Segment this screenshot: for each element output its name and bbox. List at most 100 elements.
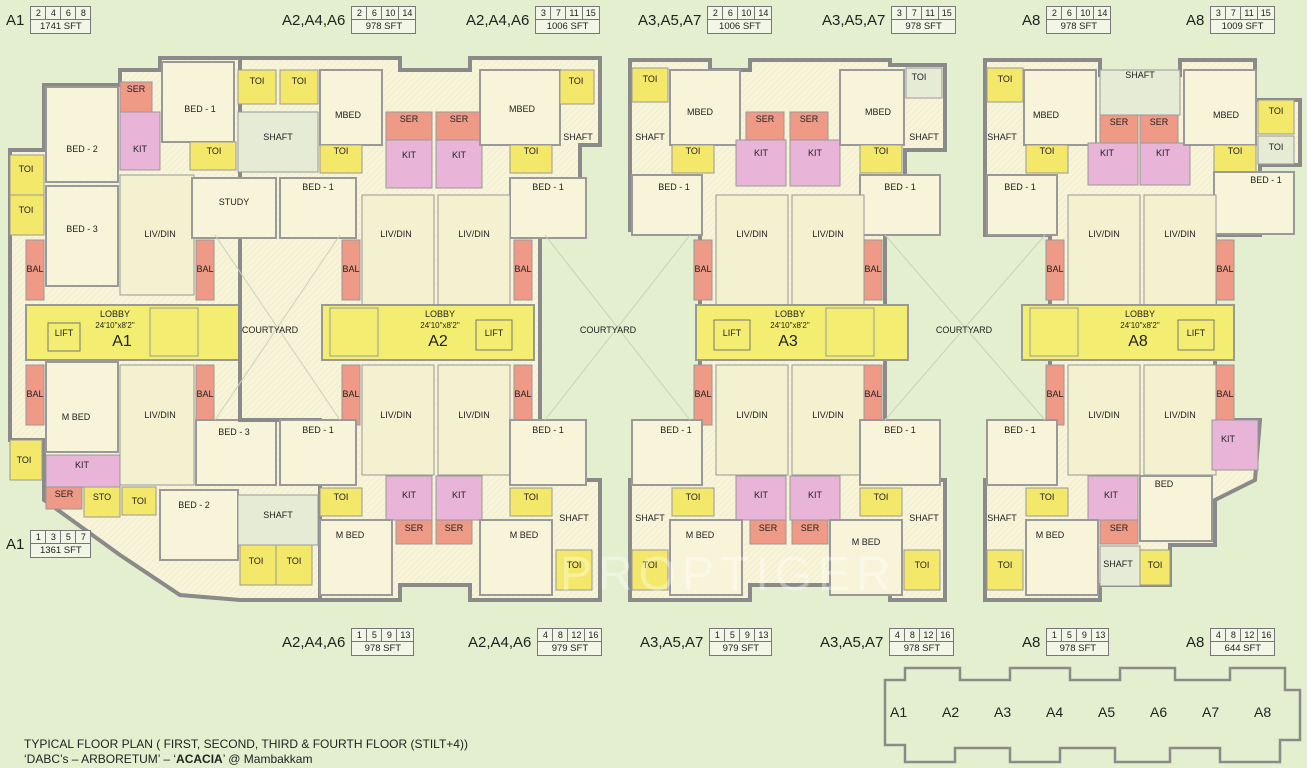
a8-bed1c — [986, 419, 1058, 486]
label-a2-ser2: SER — [450, 114, 469, 124]
label-a3-ser4: SER — [801, 523, 820, 533]
badge-num: 6 — [723, 7, 739, 19]
a1-toi6 — [275, 544, 313, 586]
badge-area: 1006 SFT — [546, 21, 589, 32]
label-a2-bal3: BAL — [342, 389, 359, 399]
badge-num: 16 — [588, 630, 599, 640]
a2-lift — [475, 319, 513, 351]
a8-shaft1 — [1099, 69, 1181, 116]
a2-kit1 — [385, 139, 433, 189]
label-a8-toi5: TOI — [1269, 142, 1284, 152]
label-a3-ser1: SER — [756, 114, 775, 124]
a2-shaft1 — [237, 111, 319, 173]
label-a2-livdin4: LIV/DIN — [458, 410, 490, 420]
label-a1-bal3: BAL — [26, 389, 43, 399]
label-a2-toi6: TOI — [524, 146, 539, 156]
label-a3-ser3: SER — [759, 523, 778, 533]
label-a3-bed1b: BED - 1 — [884, 182, 916, 192]
label-a8-toi1: TOI — [998, 74, 1013, 84]
a3-bal2 — [863, 239, 883, 301]
label-a2-shaft2: SHAFT — [263, 510, 293, 520]
a8-kit1 — [1087, 142, 1139, 186]
badge-area: 978 SFT — [1059, 643, 1097, 654]
label-a8-shaft-l: SHAFT — [987, 132, 1017, 142]
key-plan-a3: A3 — [994, 704, 1012, 720]
key-plan-a4: A4 — [1046, 704, 1064, 720]
badge-area: 978 SFT — [905, 21, 942, 32]
badge-num: 3 — [1211, 7, 1227, 19]
badge-area: 644 SFT — [1224, 643, 1262, 654]
label-a8-kit3: KIT — [1221, 434, 1236, 444]
a1-bed2 — [45, 86, 119, 183]
badge-area: 1741 SFT — [40, 21, 82, 32]
a3-bal1 — [693, 239, 713, 301]
badge-num: 15 — [585, 8, 596, 18]
label-a2-toi8: TOI — [524, 492, 539, 502]
badge-block: A2,A4,A6 — [282, 634, 346, 651]
label-a8-ser3: SER — [1110, 523, 1129, 533]
label-a8-toi6: TOI — [1040, 492, 1055, 502]
footer-project-name: ACACIA — [176, 752, 223, 766]
label-a1-kit: KIT — [133, 144, 148, 154]
footer-project-post: ’ @ Mambakkam — [222, 752, 313, 766]
a1-toi2 — [9, 194, 45, 236]
a2-toi3 — [189, 141, 237, 171]
badge-num: 12 — [568, 629, 586, 641]
badge-num: 12 — [1241, 629, 1259, 641]
label-a2-mbed1: MBED — [335, 110, 362, 120]
label-a2-bal1: BAL — [342, 264, 359, 274]
key-plan-a2: A2 — [942, 704, 960, 720]
label-a2-kit1: KIT — [402, 150, 417, 160]
badge-block: A3,A5,A7 — [822, 12, 886, 29]
a3-bed1c — [631, 419, 703, 486]
a3-ser2 — [789, 111, 829, 141]
badge-num: 10 — [1077, 7, 1095, 19]
label-a1-lobbydim: 24'10"x8'2" — [95, 321, 135, 330]
badge-num: 7 — [1226, 7, 1242, 19]
label-a2-lobby: LOBBY — [425, 309, 455, 319]
label-a2-lobbydim: 24'10"x8'2" — [420, 321, 460, 330]
label-a8-bal3: BAL — [1046, 389, 1063, 399]
badge-num: 11 — [922, 7, 939, 19]
a8-livdin2 — [1143, 194, 1217, 306]
badge-num: 14 — [1097, 8, 1108, 18]
badge-num: 5 — [1062, 629, 1078, 641]
a3-livdin2 — [791, 194, 865, 306]
badge-num: 8 — [1226, 629, 1242, 641]
label-a3-bal1: BAL — [694, 264, 711, 274]
a8-kit2 — [1139, 142, 1191, 186]
badge-block: A1 — [6, 536, 25, 553]
label-a3-lobby: LOBBY — [775, 309, 805, 319]
label-a1-toi4: TOI — [132, 496, 147, 506]
badge-num: 4 — [1211, 629, 1227, 641]
badge-num: 1 — [31, 531, 47, 543]
label-a3-toi4: TOI — [874, 146, 889, 156]
badge-num: 2 — [1047, 7, 1063, 19]
label-a8-kit1: KIT — [1100, 148, 1115, 158]
label-a2-mbed4: M BED — [510, 530, 539, 540]
label-a2-livdin2: LIV/DIN — [458, 229, 490, 239]
label-a8-livdin2: LIV/DIN — [1164, 229, 1196, 239]
badge-num: 9 — [382, 629, 398, 641]
badge-num: 1 — [1047, 629, 1063, 641]
badge-num: 8 — [553, 629, 569, 641]
a8-mbed2 — [1183, 69, 1257, 146]
label-a2-mbed2: MBED — [509, 104, 536, 114]
label-a8-kit4: KIT — [1104, 490, 1119, 500]
label-a3-toi2: TOI — [686, 146, 701, 156]
a8-mbed3 — [1025, 519, 1099, 596]
a8-toi7 — [986, 549, 1024, 591]
a1-kit2 — [45, 454, 121, 488]
a8-kit4 — [1087, 475, 1139, 521]
a1-ser — [119, 81, 153, 113]
a3-toi1 — [631, 67, 669, 103]
label-a2-ser1: SER — [400, 114, 419, 124]
a2-bed1d — [509, 419, 587, 486]
label-a8-toi2: TOI — [1040, 146, 1055, 156]
courtyard-lines — [214, 234, 1046, 421]
a3-mbed4 — [829, 519, 903, 596]
